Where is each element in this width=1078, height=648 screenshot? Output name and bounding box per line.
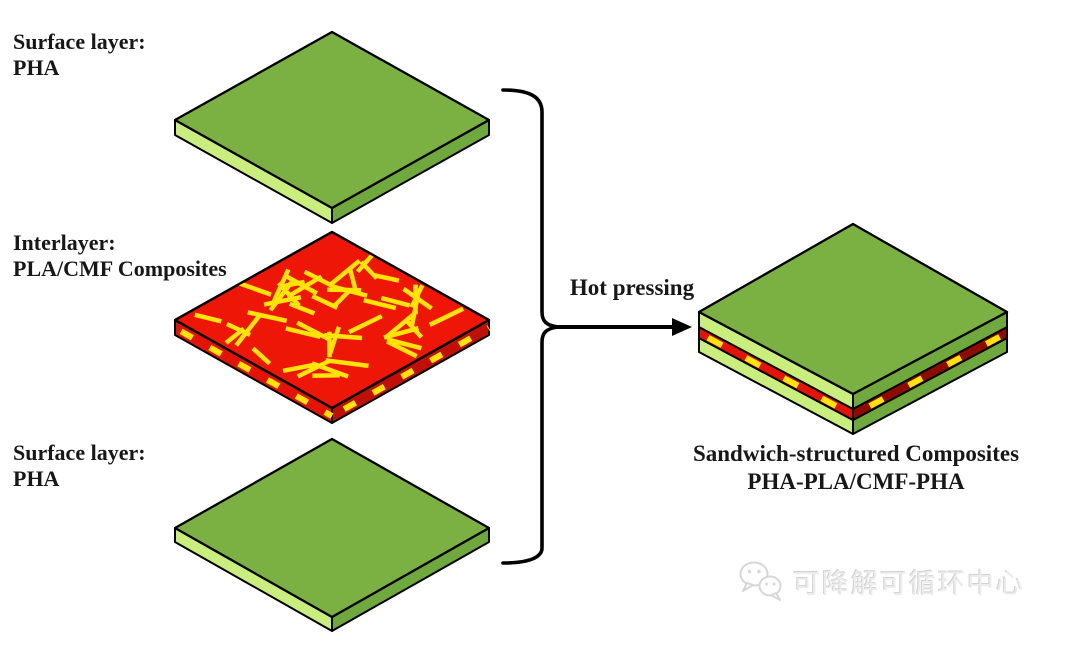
cmf-fiber-rod: [325, 358, 369, 369]
top-pha-slab-top-face: [173, 30, 491, 210]
interlayer-top-face-outline: [173, 230, 491, 410]
composite-interlayer-right-fibers: [852, 330, 1008, 418]
cmf-fiber-rod: [234, 314, 261, 347]
cmf-fiber-rod: [303, 269, 339, 291]
watermark-text: 可降解可循环中心: [793, 568, 1025, 599]
cmf-fiber-rod: [355, 253, 375, 274]
cmf-fiber-rods: [194, 253, 465, 379]
interlayer-left-edge-fibers: [173, 325, 334, 419]
bottom-layer-title: Surface layer:: [13, 440, 146, 465]
cmf-fiber-rod: [282, 362, 317, 374]
cmf-fiber-rod: [224, 326, 246, 345]
cmf-fiber-rod: [247, 310, 288, 323]
interlayer-title: Interlayer:: [13, 230, 116, 255]
cmf-fiber-rod: [385, 312, 416, 339]
cmf-fiber-rod: [348, 314, 383, 335]
cmf-fiber-rod: [288, 301, 316, 316]
sandwich-composite-slab: [697, 222, 1009, 435]
top-layer-title: Surface layer:: [13, 29, 146, 54]
merge-brace: [501, 88, 559, 565]
top-layer-material: PHA: [13, 55, 60, 80]
interlayer-right-edge-fibers: [330, 325, 491, 419]
top-layer-label: Surface layer: PHA: [13, 29, 146, 81]
cmf-fiber-rod: [380, 295, 411, 308]
arrow-head: [672, 318, 692, 336]
watermark: 可降解可循环中心: [738, 560, 1025, 602]
cmf-fiber-rod: [268, 280, 294, 312]
interlayer-material: PLA/CMF Composites: [13, 256, 227, 281]
cmf-fiber-rod: [386, 339, 418, 359]
cmf-fiber-rod: [329, 258, 361, 286]
cmf-fiber-rod: [194, 312, 222, 324]
interlayer-label: Interlayer: PLA/CMF Composites: [13, 230, 227, 282]
hot-pressing-arrow: [556, 318, 692, 336]
cmf-fiber-rod: [403, 317, 424, 339]
cmf-fiber-rod: [332, 288, 352, 308]
result-caption-line1: Sandwich-structured Composites: [692, 441, 1020, 466]
cmf-fiber-rod: [285, 326, 321, 339]
composite-top-face: [697, 222, 1009, 396]
bottom-layer-label: Surface layer: PHA: [13, 440, 146, 492]
cmf-fiber-rod: [409, 284, 425, 309]
wechat-logo-icon: [739, 561, 782, 601]
result-caption: Sandwich-structured Composites PHA-PLA/C…: [666, 440, 1046, 496]
cmf-fiber-rod: [251, 346, 272, 366]
cmf-fiber-rod: [363, 298, 397, 311]
cmf-fiber-rod: [428, 306, 465, 327]
composite-interlayer-left-fibers: [698, 330, 854, 418]
result-caption-line2: PHA-PLA/CMF-PHA: [747, 469, 965, 494]
bottom-pha-slab-top-face: [173, 437, 491, 619]
cmf-fiber-rod: [296, 320, 331, 342]
top-pha-slab: [173, 30, 491, 224]
cmf-fiber-rod: [327, 287, 362, 293]
cmf-fiber-rod: [386, 337, 422, 351]
interlayer-slab: [173, 230, 491, 424]
cmf-fiber-rod: [296, 358, 332, 379]
process-label: Hot pressing: [569, 275, 695, 300]
cmf-fiber-rod: [311, 294, 339, 310]
bottom-layer-material: PHA: [13, 466, 60, 491]
bottom-pha-slab: [173, 437, 491, 632]
